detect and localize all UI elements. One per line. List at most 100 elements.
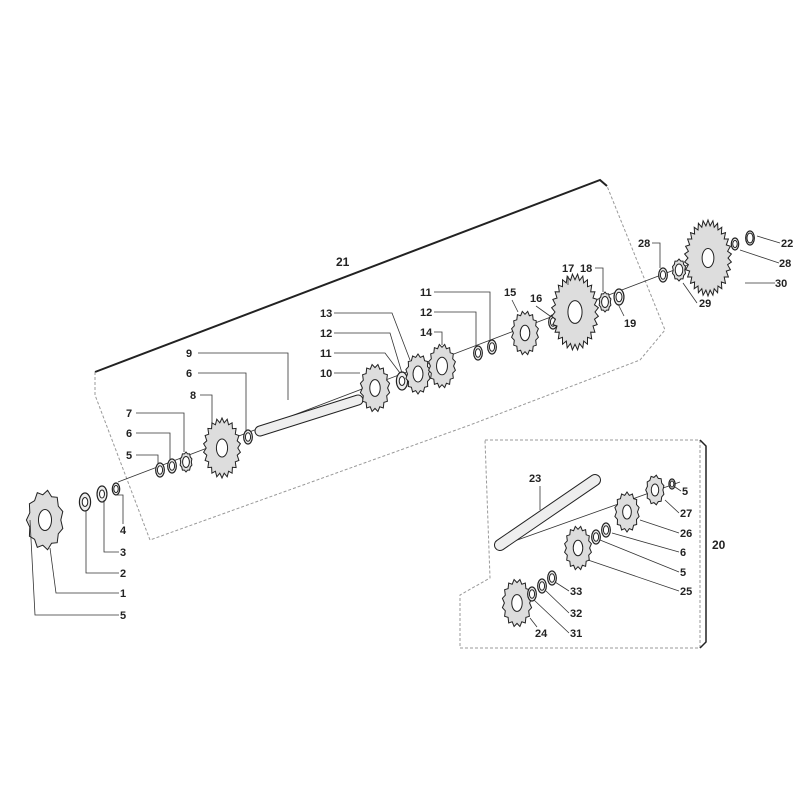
group-20-bracket bbox=[699, 439, 707, 649]
callout-30: 30 bbox=[775, 278, 787, 290]
washer-28 bbox=[658, 267, 668, 283]
leader-line bbox=[595, 267, 604, 292]
leader-line bbox=[511, 299, 519, 313]
callout-17: 17 bbox=[562, 263, 574, 275]
callout-12: 12 bbox=[320, 328, 332, 340]
callout-11: 11 bbox=[420, 287, 432, 299]
leader-line bbox=[739, 249, 780, 264]
washer-28b bbox=[730, 237, 740, 251]
washer-19 bbox=[613, 288, 625, 306]
leader-line bbox=[682, 282, 698, 304]
callout-25: 25 bbox=[680, 586, 692, 598]
callout-8: 8 bbox=[190, 390, 196, 402]
callout-4: 4 bbox=[120, 525, 127, 537]
gear-24 bbox=[501, 578, 533, 628]
leader-line bbox=[674, 486, 682, 492]
leader-line bbox=[334, 352, 401, 374]
group-label-20: 20 bbox=[712, 538, 726, 552]
shaft-23 bbox=[494, 474, 601, 551]
bearing-29 bbox=[671, 258, 687, 282]
leader-line bbox=[434, 311, 477, 347]
gear-13 bbox=[405, 353, 431, 395]
leader-line bbox=[664, 499, 680, 514]
leader-line bbox=[136, 412, 185, 452]
gear-17 bbox=[550, 272, 600, 352]
callout-24: 24 bbox=[535, 628, 548, 640]
callout-9: 9 bbox=[186, 348, 192, 360]
parts bbox=[25, 218, 755, 628]
callout-10: 10 bbox=[320, 368, 332, 380]
leader-line bbox=[533, 599, 570, 634]
leader-line bbox=[200, 394, 213, 425]
leader-line bbox=[535, 305, 551, 317]
washer-11b bbox=[473, 345, 483, 361]
callout-32: 32 bbox=[570, 608, 582, 620]
callout-19: 19 bbox=[624, 318, 636, 330]
leader-line bbox=[136, 454, 159, 464]
callout-14: 14 bbox=[420, 327, 433, 339]
leader-line bbox=[617, 303, 625, 317]
leader-line bbox=[49, 547, 119, 594]
washer-12 bbox=[487, 339, 497, 355]
callout-16: 16 bbox=[530, 293, 542, 305]
callout-33: 33 bbox=[570, 586, 582, 598]
callout-18: 18 bbox=[580, 263, 592, 275]
leader-line bbox=[529, 617, 538, 628]
leader-line bbox=[136, 432, 171, 460]
washer-6 bbox=[167, 458, 177, 474]
washer-5 bbox=[155, 462, 165, 478]
callout-5: 5 bbox=[680, 567, 686, 579]
group-21-dashed-outline bbox=[94, 185, 666, 541]
callout-23: 23 bbox=[529, 473, 541, 485]
callout-7: 7 bbox=[126, 408, 132, 420]
leader-line bbox=[434, 291, 491, 341]
leader-line bbox=[334, 332, 403, 374]
bushing-11 bbox=[395, 371, 409, 391]
gear-15 bbox=[511, 310, 539, 356]
leader-line bbox=[116, 494, 124, 524]
spacer-2 bbox=[78, 492, 92, 512]
group-21-bracket bbox=[94, 178, 608, 373]
leader-line bbox=[587, 559, 680, 592]
gear-14 bbox=[428, 343, 456, 389]
callout-11: 11 bbox=[320, 348, 332, 360]
callout-27: 27 bbox=[680, 508, 692, 520]
gear-30 bbox=[683, 218, 733, 298]
shaft-9 bbox=[254, 394, 364, 437]
needle-bearing-7 bbox=[179, 451, 193, 473]
gear-26 bbox=[614, 491, 640, 533]
callout-26: 26 bbox=[680, 528, 692, 540]
washer-5d bbox=[668, 478, 676, 490]
callout-6: 6 bbox=[680, 547, 686, 559]
group-frames: 21 20 bbox=[94, 178, 726, 649]
leader-line bbox=[652, 242, 661, 268]
ring-4 bbox=[111, 482, 121, 496]
leader-line bbox=[756, 235, 781, 244]
leader-line bbox=[544, 589, 570, 614]
sprocket-1 bbox=[25, 489, 64, 551]
bearing-18 bbox=[598, 291, 612, 313]
callout-1: 1 bbox=[120, 588, 126, 600]
washer-6c bbox=[601, 522, 611, 538]
callout-5: 5 bbox=[682, 486, 688, 498]
callout-13: 13 bbox=[320, 308, 332, 320]
leader-line bbox=[639, 519, 680, 534]
washer-31 bbox=[527, 586, 537, 602]
leader-line bbox=[434, 331, 443, 345]
leader-line bbox=[29, 519, 119, 616]
callout-12: 12 bbox=[420, 307, 432, 319]
callout-6: 6 bbox=[126, 428, 132, 440]
callout-3: 3 bbox=[120, 547, 126, 559]
gear-8 bbox=[202, 416, 242, 480]
callout-5: 5 bbox=[120, 610, 126, 622]
group-label-21: 21 bbox=[336, 255, 350, 269]
bearing-3 bbox=[96, 485, 108, 503]
washer-33 bbox=[547, 570, 557, 586]
callout-15: 15 bbox=[504, 287, 516, 299]
gear-27 bbox=[645, 474, 665, 506]
leader-line bbox=[611, 532, 680, 553]
callout-31: 31 bbox=[570, 628, 582, 640]
callout-6: 6 bbox=[186, 368, 192, 380]
